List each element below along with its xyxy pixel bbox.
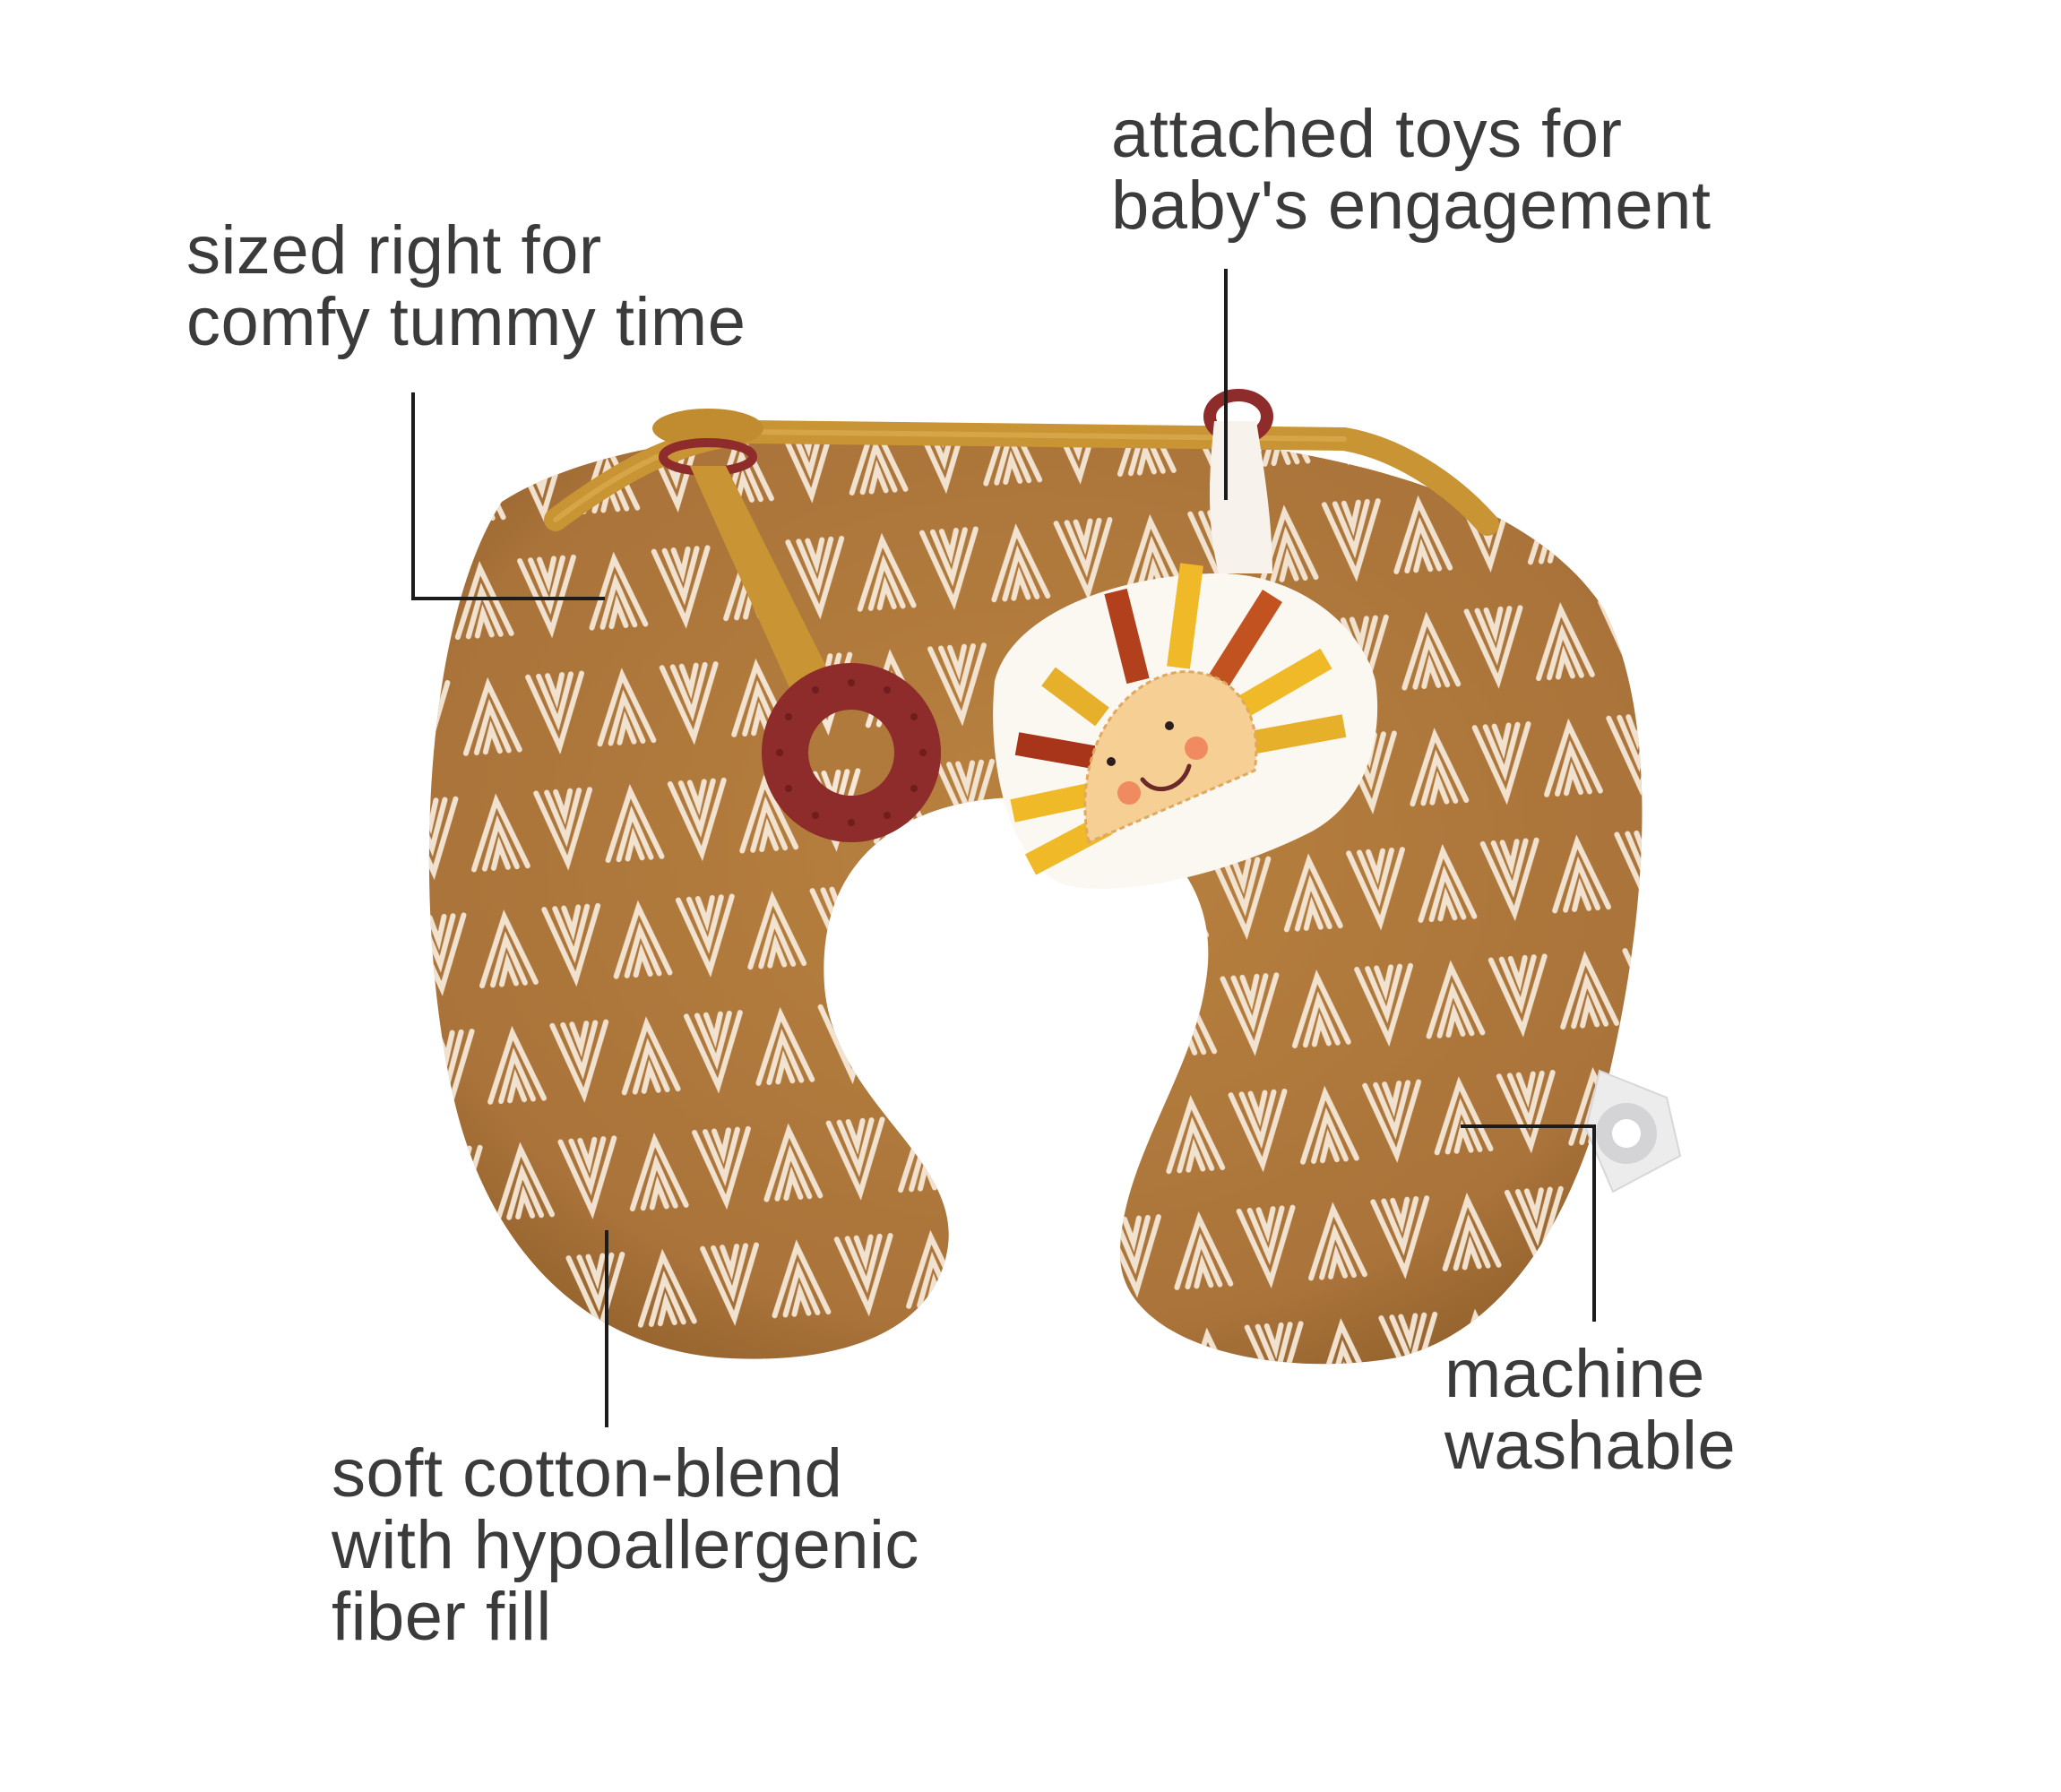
- callout-sized-right: sized right for comfy tummy time: [186, 215, 746, 358]
- leader-line-toys: [1224, 269, 1228, 500]
- callout-line: soft cotton-blend: [332, 1435, 843, 1512]
- callout-attached-toys: attached toys for baby's engagement: [1111, 99, 1712, 242]
- teether-ring-icon: [652, 409, 941, 842]
- care-tag-icon: [1584, 1069, 1682, 1193]
- callout-line: machine: [1444, 1336, 1705, 1412]
- callout-line: sized right for: [186, 212, 602, 289]
- callout-fabric: soft cotton-blend with hypoallergenic fi…: [332, 1438, 919, 1653]
- leader-line-sized-vertical: [411, 392, 415, 600]
- pillow-body: [428, 426, 1643, 1365]
- callout-line: attached toys for: [1111, 96, 1623, 172]
- callout-line: fiber fill: [332, 1579, 552, 1655]
- leader-line-fabric: [605, 1230, 608, 1427]
- sun-plush-toy-icon: [993, 389, 1378, 889]
- leader-line-sized-horizontal: [411, 597, 605, 600]
- callout-line: washable: [1444, 1408, 1737, 1484]
- callout-line: comfy tummy time: [186, 284, 746, 360]
- leader-line-washable-horizontal: [1461, 1124, 1596, 1128]
- callout-line: with hypoallergenic: [332, 1507, 919, 1583]
- leader-line-washable-vertical: [1592, 1124, 1596, 1322]
- callout-machine-washable: machine washable: [1444, 1339, 1736, 1482]
- callout-line: baby's engagement: [1111, 168, 1712, 244]
